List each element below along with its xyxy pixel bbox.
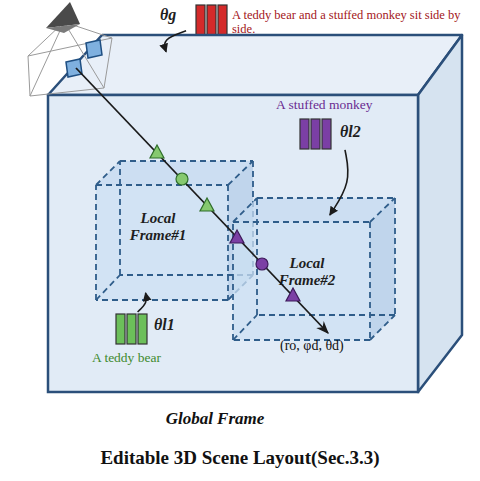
frame-label: Local Frame#2 (268, 255, 346, 290)
cube-edge (233, 221, 370, 223)
cube-edge (369, 222, 371, 340)
prompt-group: A stuffed monkeyθl2 (276, 97, 386, 152)
cube-edge (96, 299, 228, 301)
cube-edge (256, 198, 258, 315)
figure-caption: Editable 3D Scene Layout(Sec.3.3) (0, 447, 480, 469)
param-symbol: θl2 (340, 123, 380, 141)
prompt-text: A teddy bear and a stuffed monkey sit si… (232, 8, 478, 37)
cube-edge (370, 198, 395, 222)
prompt-text: A stuffed monkey (276, 97, 400, 113)
embedding-bar (127, 314, 136, 344)
cube-face (233, 222, 370, 340)
camera-body (46, 24, 80, 33)
cube-edge (95, 185, 97, 300)
prompt-group: θl1A teddy bear (92, 312, 187, 370)
cube-edge (233, 198, 257, 222)
embedding-bar (218, 5, 227, 35)
prompt-text: A teddy bear (92, 350, 192, 366)
embedding-bar (116, 314, 125, 344)
cube-edge (96, 184, 228, 186)
camera-body (46, 2, 80, 28)
embedding-bar (196, 5, 205, 35)
embedding-bar (322, 119, 331, 149)
cube-face (48, 35, 462, 95)
cube-edge (96, 161, 120, 185)
prompt-group: θg A teddy bear and a stuffed monkey sit … (160, 2, 478, 34)
cube-edge (233, 315, 257, 340)
global-frame-box: A stuffed monkeyθl2Local Frame#1Local Fr… (46, 33, 466, 395)
cube-face (96, 185, 228, 300)
embedding-bar (207, 5, 216, 35)
frame-label: Local Frame#1 (119, 210, 197, 245)
embedding-bar (300, 119, 309, 149)
cube-edge (120, 160, 253, 162)
cube-edge (370, 315, 395, 340)
frustum-line (28, 22, 64, 56)
local-frame-box: Local Frame#1 (95, 160, 253, 300)
cube-edge (228, 161, 253, 185)
frame-title: Global Frame (115, 409, 315, 429)
cube-face (418, 35, 462, 392)
embedding-bar (311, 119, 320, 149)
cube-face (48, 95, 418, 392)
cube-edge (232, 222, 234, 340)
cube-face (370, 198, 395, 340)
param-symbol: θg (160, 6, 192, 24)
ray-parameters: (ro, φd, θd) (280, 338, 344, 354)
embedding-bar (138, 314, 147, 344)
cube-edge (227, 185, 229, 300)
local-frame-box: Local Frame#2 (232, 197, 395, 340)
param-symbol: θl1 (154, 316, 187, 334)
cube-edge (394, 198, 396, 315)
cube-edge (257, 197, 395, 199)
cube-edge (119, 161, 121, 275)
cube-edge (257, 314, 395, 316)
cube-edge (96, 275, 120, 300)
